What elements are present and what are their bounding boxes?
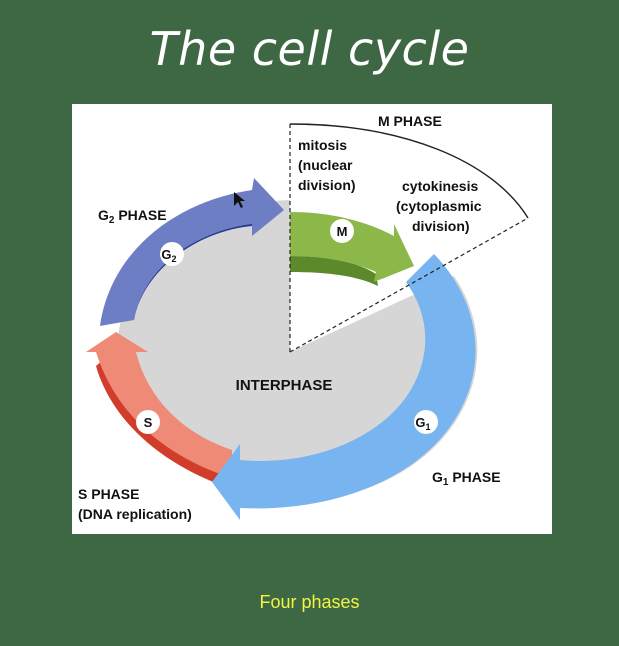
m-wedge-outer-arc	[289, 123, 529, 219]
cytokinesis-line-2: (cytoplasmic	[396, 198, 482, 214]
mitosis-line-1: mitosis	[298, 137, 347, 153]
m-badge: M	[337, 224, 348, 239]
m-arc-shadow	[290, 256, 378, 286]
g2-badge-circle	[160, 242, 184, 266]
s-badge: S	[144, 415, 153, 430]
m-badge-circle	[330, 219, 354, 243]
g2-phase-label: G2 PHASE	[98, 207, 167, 226]
m-wedge-right-edge	[289, 217, 529, 353]
interphase-label: INTERPHASE	[236, 377, 333, 394]
mitosis-line-2: (nuclear	[298, 157, 353, 173]
s-phase-detail: (DNA replication)	[78, 506, 192, 522]
slide-caption: Four phases	[259, 592, 360, 612]
g2-arc-shadow	[112, 204, 252, 320]
s-arc	[86, 332, 232, 478]
cytokinesis-line-1: cytokinesis	[402, 178, 478, 194]
s-badge-circle	[136, 410, 160, 434]
mouse-cursor-icon	[234, 192, 245, 208]
g2-arc	[100, 178, 284, 326]
g1-arc	[212, 254, 476, 520]
m-arc	[290, 212, 414, 282]
cell-cycle-diagram: M G2 S G1 INTERPHASE M PHASE mitosis (nu…	[72, 104, 552, 534]
m-phase-heading: M PHASE	[378, 113, 442, 129]
g1-phase-label: G1 PHASE	[432, 469, 501, 488]
g2-badge: G2	[161, 247, 176, 264]
slide-title: The cell cycle	[149, 22, 470, 76]
g1-badge: G1	[415, 415, 430, 432]
s-phase-label: S PHASE	[78, 486, 139, 502]
g1-badge-circle	[414, 410, 438, 434]
cytokinesis-line-3: division)	[412, 218, 470, 234]
mitosis-line-3: division)	[298, 177, 356, 193]
